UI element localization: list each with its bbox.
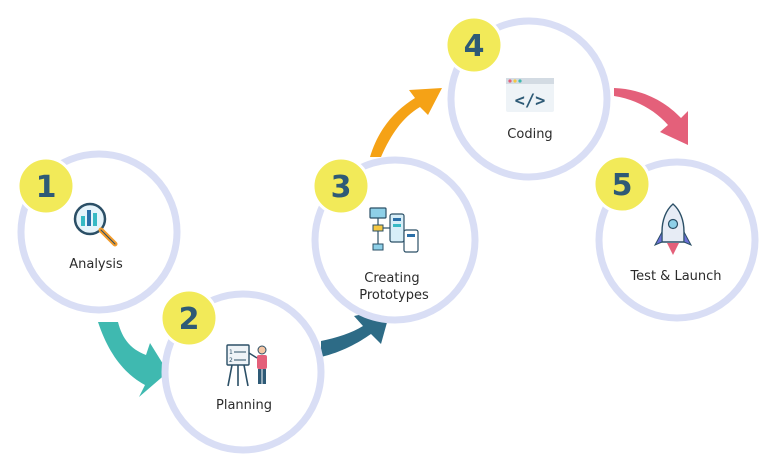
step-1-number: 1 bbox=[36, 170, 57, 205]
step-2-label: Planning bbox=[216, 398, 272, 413]
step-5-label: Test & Launch bbox=[629, 269, 721, 284]
step-4-badge bbox=[444, 15, 504, 75]
step-5-number: 5 bbox=[612, 168, 633, 203]
step-5-badge bbox=[592, 154, 652, 214]
step-5: Test & Launch 5 bbox=[592, 154, 759, 322]
step-3-number: 3 bbox=[331, 170, 352, 205]
svg-text:1: 1 bbox=[229, 349, 233, 356]
step-2: 1 2 Planning 2 bbox=[159, 288, 325, 454]
code-window-icon: </> bbox=[506, 78, 554, 112]
step-1-label: Analysis bbox=[69, 257, 123, 272]
arrow-4-to-5 bbox=[614, 88, 688, 145]
step-3: Creating Prototypes 3 bbox=[311, 156, 479, 324]
analytics-magnifier-icon bbox=[73, 202, 118, 247]
arrow-1-to-2 bbox=[98, 322, 168, 397]
step-4: </> Coding 4 bbox=[444, 15, 611, 181]
step-3-badge bbox=[311, 156, 371, 216]
rocket-icon bbox=[653, 203, 693, 255]
svg-text:2: 2 bbox=[229, 357, 233, 364]
step-4-label: Coding bbox=[507, 127, 552, 142]
step-3-label: Creating Prototypes bbox=[359, 271, 429, 303]
presentation-board-icon: 1 2 bbox=[226, 344, 267, 387]
arrow-3-to-4 bbox=[370, 88, 442, 157]
step-2-badge bbox=[159, 288, 219, 348]
step-1: Analysis 1 bbox=[16, 150, 181, 314]
svg-text:</>: </> bbox=[515, 91, 546, 111]
step-4-number: 4 bbox=[464, 29, 485, 64]
step-1-badge bbox=[16, 156, 76, 216]
wireframe-prototype-icon bbox=[369, 207, 419, 253]
step-2-number: 2 bbox=[179, 302, 200, 337]
